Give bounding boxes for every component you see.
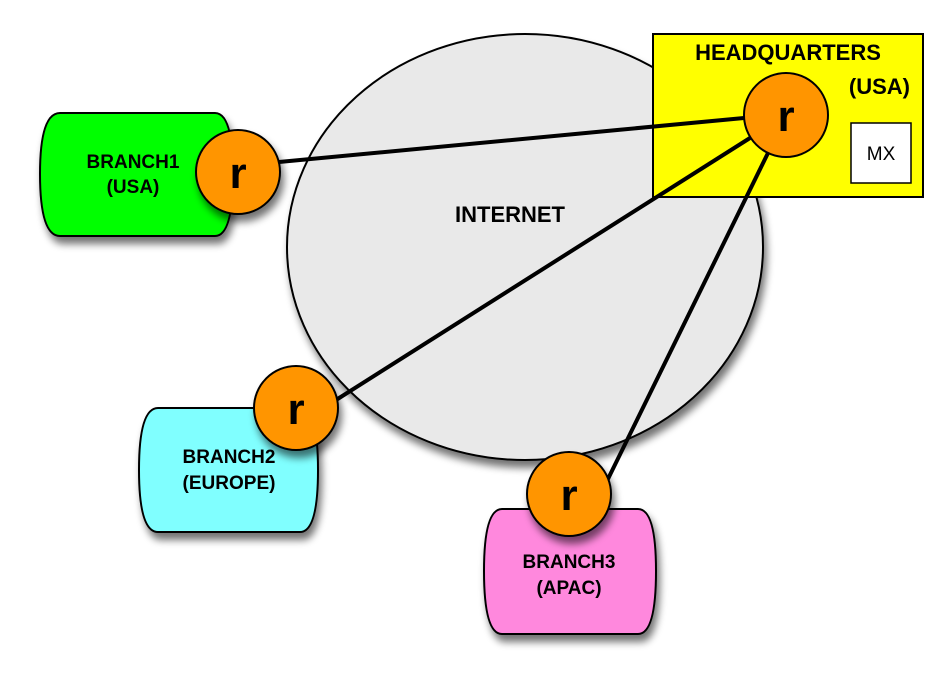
router-branch3: r: [526, 451, 612, 537]
router-branch2: r: [253, 365, 339, 451]
router-branch1: r: [195, 129, 281, 215]
branch3-label-line2: (APAC): [536, 578, 601, 599]
branch2-label-line2: (EUROPE): [183, 473, 276, 494]
router-branch1-label: r: [229, 149, 246, 198]
mx-server-label: MX: [867, 144, 896, 165]
link-hq-branch3: [604, 152, 770, 484]
headquarters-label-line1: HEADQUARTERS: [695, 40, 881, 65]
mx-server-box: [850, 122, 912, 184]
link-hq-branch1: [278, 116, 745, 164]
router-branch2-label: r: [287, 385, 304, 434]
links: [278, 116, 770, 484]
router-hq-label: r: [777, 92, 794, 141]
branch1-label-line1: BRANCH1: [87, 152, 180, 173]
branch2-label-line1: BRANCH2: [183, 447, 276, 468]
router-branch3-circle: [526, 451, 612, 537]
router-branch3-label: r: [560, 471, 577, 520]
headquarters-node: HEADQUARTERS (USA) MX: [652, 33, 924, 198]
router-branch2-circle: [253, 365, 339, 451]
branch3-label-line1: BRANCH3: [523, 552, 616, 573]
router-hq: r: [743, 72, 829, 158]
internet-label: INTERNET: [455, 202, 566, 227]
branch3-shape: [482, 508, 658, 635]
router-hq-circle: [743, 72, 829, 158]
router-branch1-circle: [195, 129, 281, 215]
branch1-node: BRANCH1 (USA): [38, 112, 235, 237]
branch1-label-line2: (USA): [107, 177, 160, 198]
branch3-node: BRANCH3 (APAC): [482, 508, 658, 635]
link-hq-branch2: [334, 136, 752, 402]
headquarters-label-line2: (USA): [849, 74, 910, 99]
